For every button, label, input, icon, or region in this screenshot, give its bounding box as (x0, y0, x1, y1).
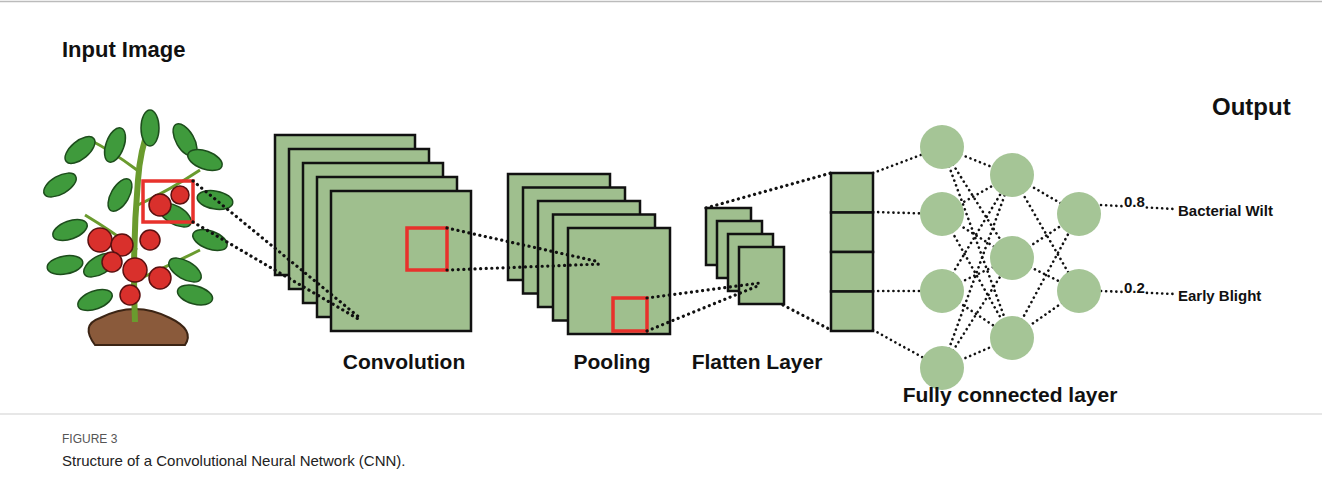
label: Input Image (62, 37, 185, 63)
layer-group: Fully connected layer (903, 383, 1118, 407)
label: FIGURE 3 (62, 432, 117, 446)
label: Bacterial Wilt (1178, 202, 1273, 219)
layer-label: Fully connected layer (903, 383, 1118, 407)
top-rule (0, 1, 1322, 3)
tomato-plant (40, 110, 234, 345)
layer-label: Flatten Layer (692, 350, 823, 374)
layer-label: Convolution (343, 350, 465, 374)
layer-group: Convolution (343, 350, 465, 374)
layer-group: Flatten Layer (692, 350, 823, 374)
label: Early Blight (1178, 287, 1261, 304)
label: 0.8 (1124, 193, 1145, 210)
label: Output (1212, 93, 1291, 121)
projection-lines (193, 173, 831, 331)
layer-label: Pooling (574, 350, 651, 374)
neurons (873, 125, 1175, 390)
caption-rule (0, 414, 1322, 415)
feature-maps (275, 135, 873, 334)
caption: Structure of a Convolutional Neural Netw… (62, 452, 405, 469)
layer-group: Pooling (574, 350, 651, 374)
label: 0.2 (1124, 279, 1145, 296)
